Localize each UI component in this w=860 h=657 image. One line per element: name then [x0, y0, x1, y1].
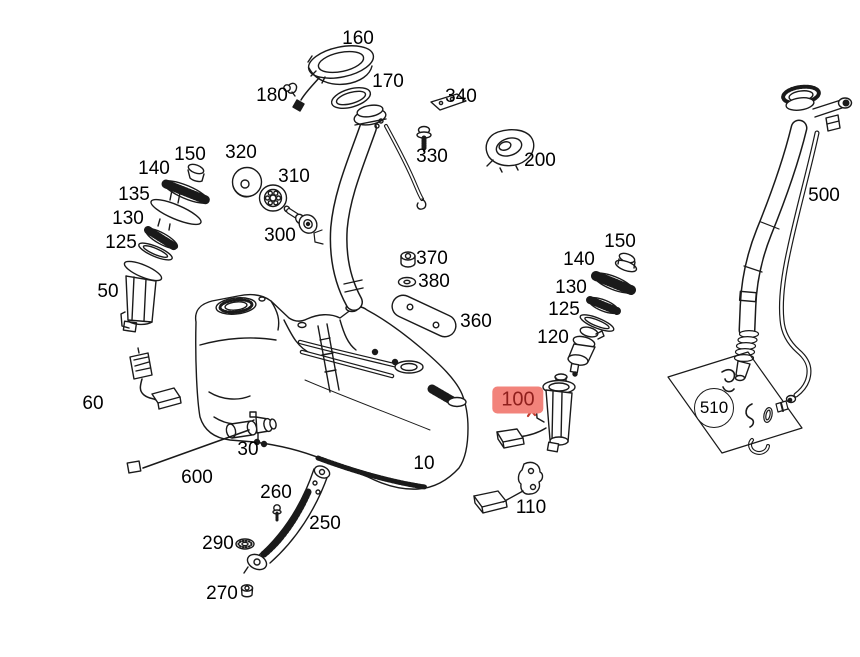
callout-290[interactable]: 290 [202, 533, 234, 554]
part-125-left-seal [138, 242, 173, 261]
part-250-strap [243, 465, 331, 574]
filler-vent-pipe [313, 104, 427, 311]
part-130-left-gasket [144, 226, 179, 251]
part-180-clip [283, 82, 298, 97]
callout-340[interactable]: 340 [445, 86, 477, 107]
part-10-fuel-tank [194, 293, 469, 490]
part-120-filter [567, 326, 605, 377]
part-60-sensor [129, 347, 182, 410]
callout-160[interactable]: 160 [342, 28, 374, 49]
part-100-fuel-sender [496, 373, 576, 453]
part-500-filler-pipe [733, 84, 853, 455]
callout-600[interactable]: 600 [181, 467, 213, 488]
part-360-plate [391, 294, 457, 338]
callout-150-left[interactable]: 150 [174, 144, 206, 165]
part-510-clip-panel [667, 351, 803, 454]
callout-130-right[interactable]: 130 [555, 277, 587, 298]
part-110-level-sensor [473, 461, 544, 514]
callout-200[interactable]: 200 [524, 150, 556, 171]
part-140-right-gasket [591, 271, 636, 295]
callout-300[interactable]: 300 [264, 225, 296, 246]
callout-310[interactable]: 310 [278, 166, 310, 187]
part-150-right-cap [614, 252, 638, 273]
part-290-washer [235, 538, 255, 550]
callout-125-right[interactable]: 125 [548, 299, 580, 320]
part-340-bracket [430, 93, 467, 111]
callout-60[interactable]: 60 [82, 393, 104, 414]
callout-180[interactable]: 180 [256, 85, 288, 106]
callout-330[interactable]: 330 [416, 146, 448, 167]
part-150-left-cap [187, 163, 205, 183]
callout-110[interactable]: 110 [515, 497, 547, 518]
callout-140-left[interactable]: 140 [138, 158, 170, 179]
callout-170[interactable]: 170 [372, 71, 404, 92]
part-200-filler-housing [485, 129, 535, 173]
part-380-washer [397, 276, 417, 288]
callout-120[interactable]: 120 [537, 327, 569, 348]
part-300-pin [283, 205, 318, 234]
part-135-flange [150, 186, 202, 231]
part-50-fuel-pump [120, 260, 163, 333]
part-170-seal-ring [330, 87, 372, 109]
part-370-nut [400, 251, 416, 268]
part-310-grommet [258, 184, 288, 212]
part-600-cable [126, 429, 250, 474]
part-330-screw [416, 125, 432, 152]
part-160-filler-cap [292, 45, 375, 112]
callout-130-left[interactable]: 130 [112, 208, 144, 229]
callout-250[interactable]: 250 [309, 513, 341, 534]
callout-270[interactable]: 270 [206, 583, 238, 604]
part-260-screw [272, 504, 282, 522]
callout-135[interactable]: 135 [118, 184, 150, 205]
callout-125-left[interactable]: 125 [105, 232, 137, 253]
callout-30[interactable]: 30 [237, 439, 259, 460]
callout-150-right[interactable]: 150 [604, 231, 636, 252]
callout-370[interactable]: 370 [416, 248, 448, 269]
callout-320[interactable]: 320 [225, 142, 257, 163]
callout-100[interactable]: 100 [492, 386, 544, 414]
callout-510[interactable]: 510 [694, 388, 734, 428]
callout-260[interactable]: 260 [260, 482, 292, 503]
part-140-left-gasket [161, 179, 211, 205]
callout-380[interactable]: 380 [418, 271, 450, 292]
callout-10[interactable]: 10 [413, 453, 435, 474]
part-320-disc [231, 166, 263, 198]
callout-360[interactable]: 360 [460, 311, 492, 332]
callout-50[interactable]: 50 [97, 281, 119, 302]
part-125-right-seal [579, 314, 615, 332]
part-130-right-gasket [586, 296, 621, 315]
callout-140-right[interactable]: 140 [563, 249, 595, 270]
callout-500[interactable]: 500 [808, 185, 840, 206]
part-270-nut [240, 584, 254, 598]
